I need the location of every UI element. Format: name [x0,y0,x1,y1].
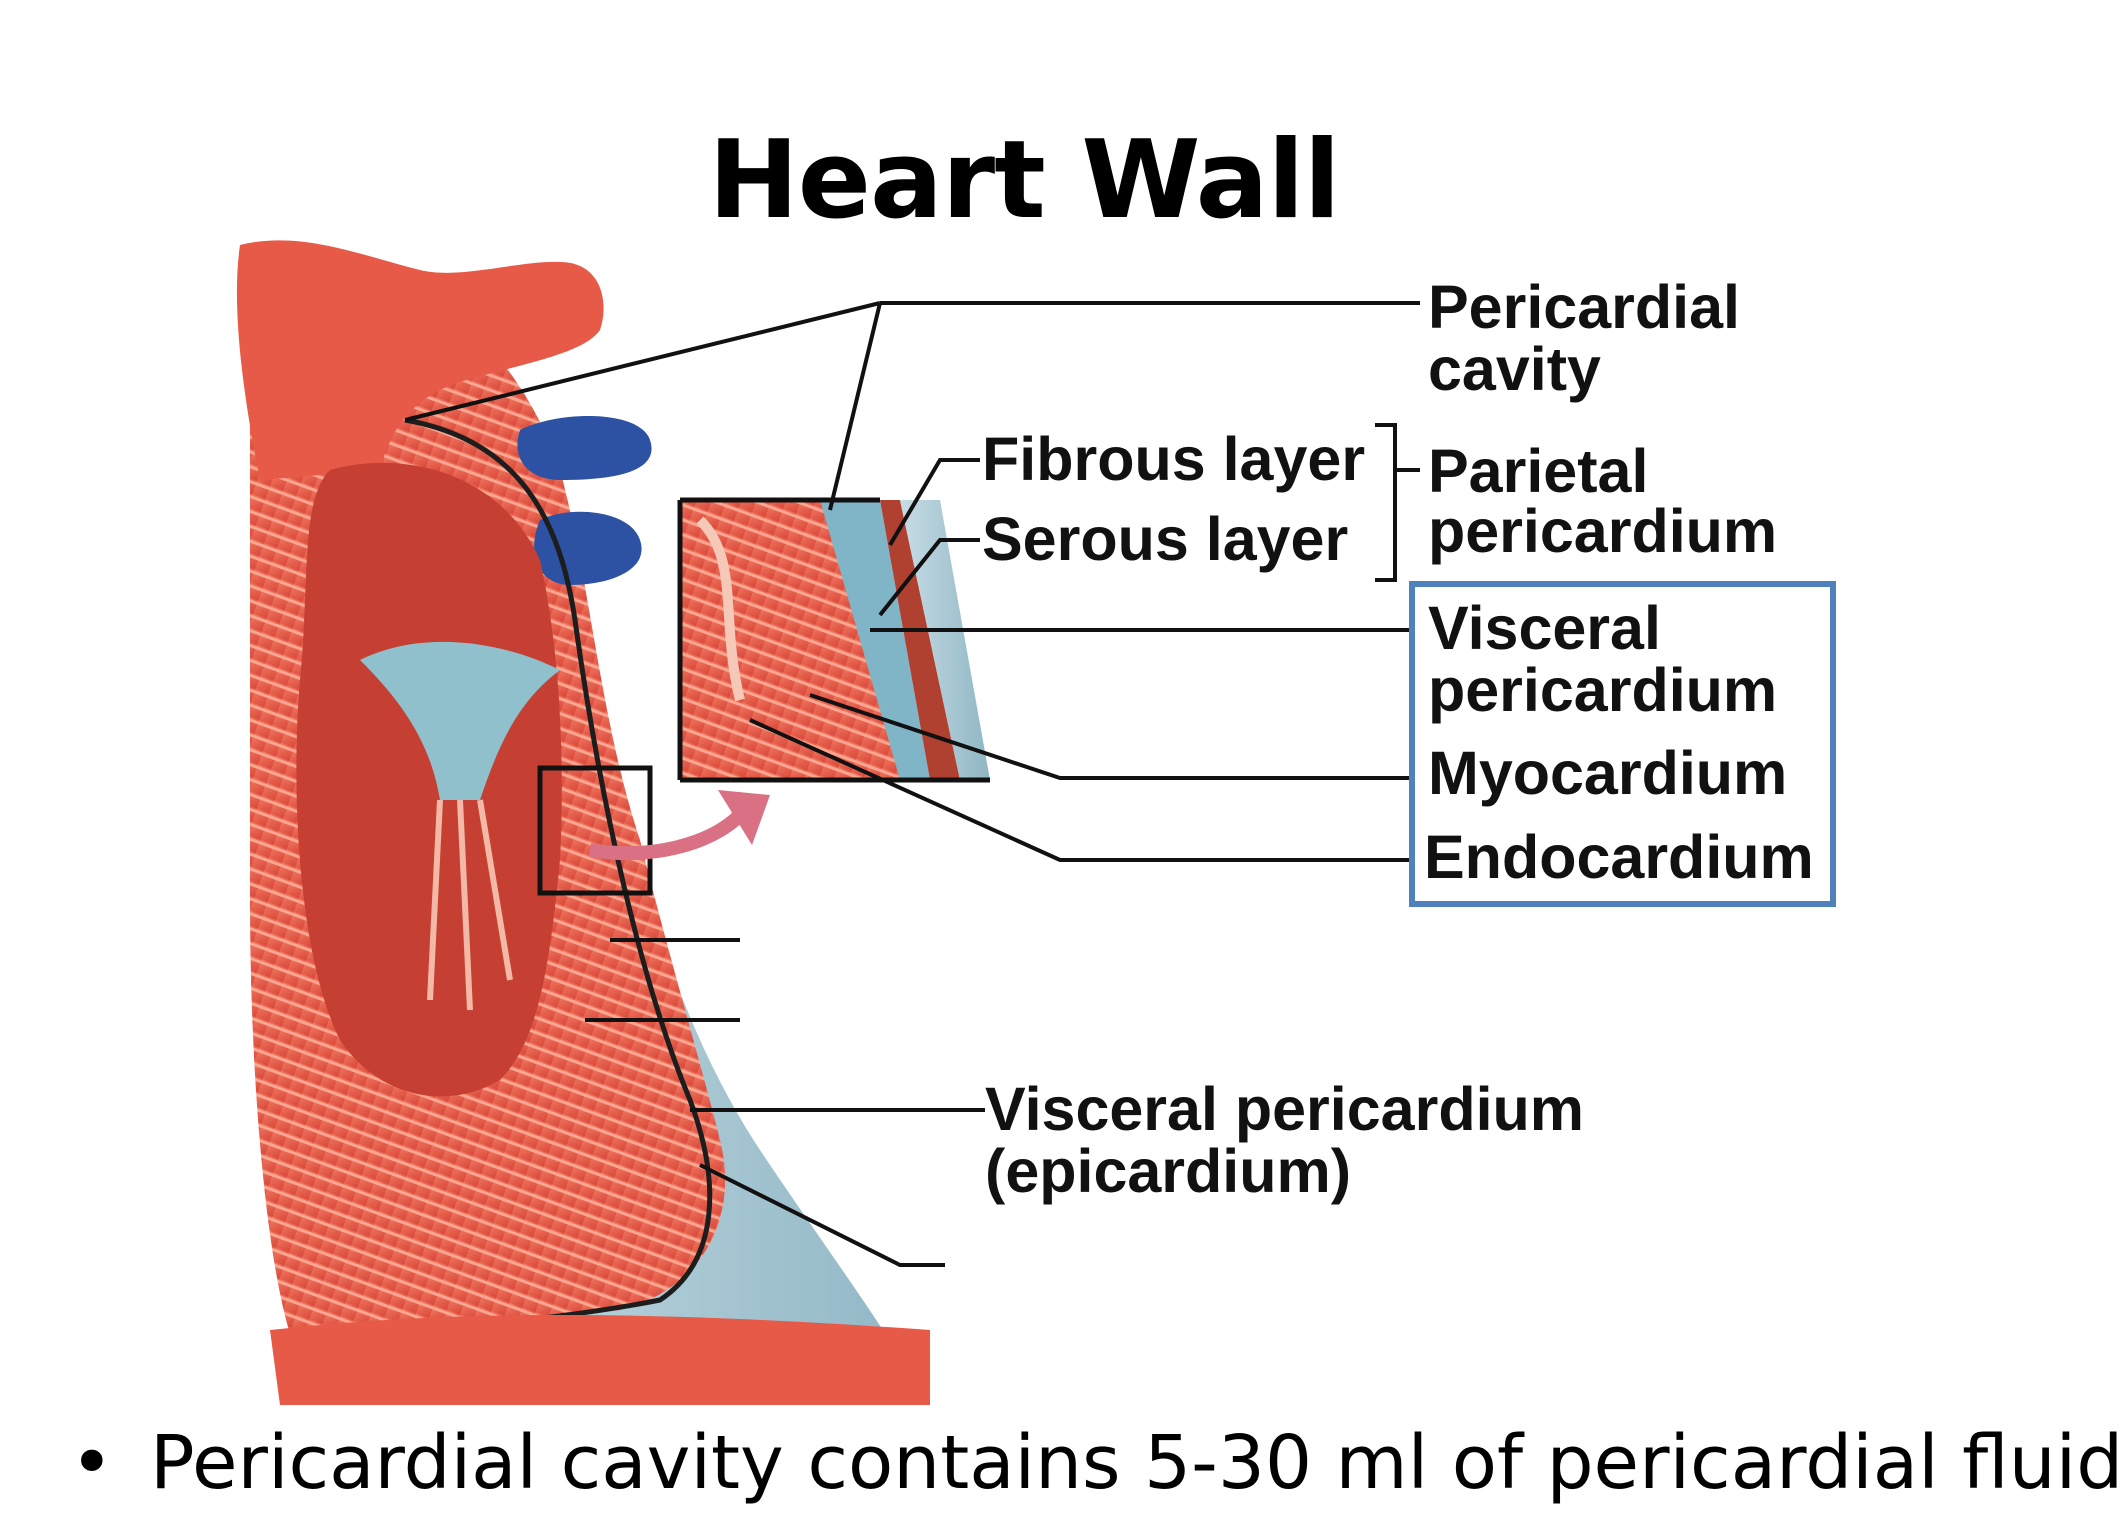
highlight-box [1409,581,1836,907]
vein-upper [517,416,652,480]
valve [360,641,560,800]
label-endocardium: Endocardium [1424,823,1814,891]
zoom-region [537,765,653,896]
label-parietal-line2: pericardium [1428,497,1778,565]
bullet-text: Pericardial cavity contains 5-30 ml of p… [150,1420,2123,1506]
label-visceral-line1: Visceral [1428,594,1661,662]
leader-lines [404,301,1420,1267]
slide: Heart Wall [70,118,2123,1506]
aorta [236,240,604,480]
bullet-dot: • [70,1420,114,1506]
slide-title: Heart Wall [708,118,1340,243]
label-visceral-line2: pericardium [1428,656,1778,724]
bottom-muscle-strip [270,1315,930,1405]
label-epicardium-line2: (epicardium) [985,1137,1352,1205]
label-fibrous-layer: Fibrous layer [982,425,1366,493]
zoom-arrow [588,809,745,861]
label-pericardial-cavity-line1: Pericardial [1428,273,1740,341]
heart-wall-illustration [236,240,1420,1405]
heart-chamber [296,462,562,1097]
bullet-point: • Pericardial cavity contains 5-30 ml of … [70,1420,2123,1506]
enlarged-inset [677,497,990,783]
label-epicardium-line1: Visceral pericardium [985,1075,1585,1143]
vein-lower [534,511,642,585]
label-parietal-line1: Parietal [1428,437,1649,505]
label-serous-layer: Serous layer [982,505,1349,573]
label-pericardial-cavity-line2: cavity [1428,335,1601,403]
label-myocardium: Myocardium [1428,739,1788,807]
